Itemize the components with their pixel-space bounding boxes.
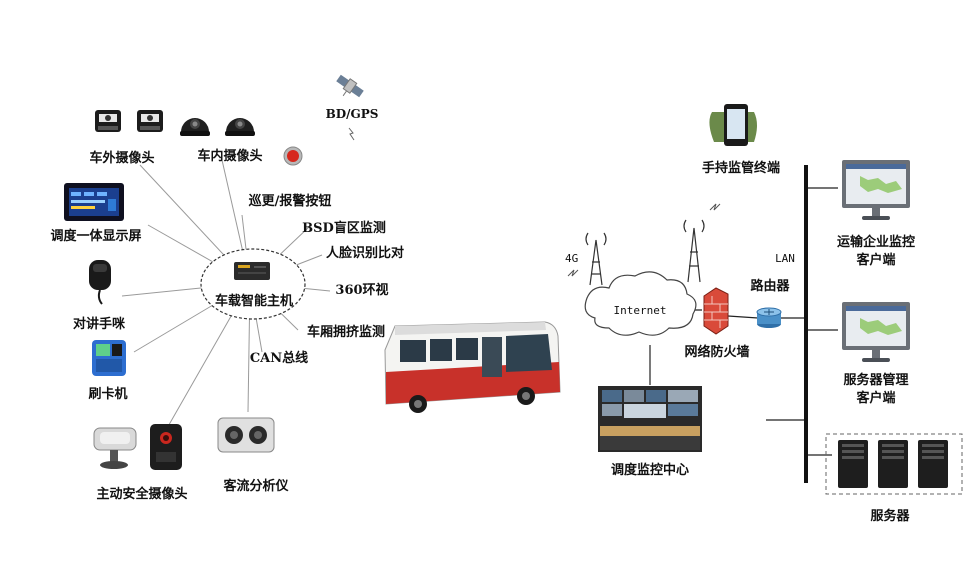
desktop-monitor-icon	[842, 302, 910, 362]
can-bus-label: CAN总线	[250, 350, 308, 366]
lan-label: LAN	[775, 252, 795, 265]
interior-camera-node: 车内摄像头	[180, 118, 263, 164]
firewall-node: 网络防火墙	[684, 287, 750, 360]
vehicle-host-icon	[234, 262, 270, 280]
transport-client-label-line1: 运输企业监控	[837, 234, 915, 250]
hub-label: 车载智能主机	[215, 293, 293, 309]
cell-label: 4G	[565, 252, 578, 265]
card-reader-node: 刷卡机	[88, 340, 128, 402]
active-safety-camera-node: 主动安全摄像头	[93, 424, 188, 502]
cell-tower-icon	[585, 232, 607, 286]
desktop-monitor-icon	[842, 160, 910, 220]
alarm-button-label: 巡更/报警按钮	[249, 193, 332, 209]
wireless-bolt-icon	[709, 203, 721, 211]
router-node: 路由器 LAN	[750, 252, 795, 328]
passenger-counter-icon	[217, 417, 275, 453]
passenger-flow-node: 客流分析仪	[217, 417, 289, 494]
exterior-camera-label: 车外摄像头	[89, 150, 154, 166]
internet-label: Internet	[614, 304, 667, 317]
display-screen-icon	[64, 183, 124, 221]
dispatch-display-label: 调度一体显示屏	[50, 228, 141, 244]
control-room-icon	[598, 386, 702, 452]
handheld-label: 手持监管终端	[702, 160, 780, 176]
network-lines	[649, 187, 838, 456]
intercom-node: 对讲手咪	[73, 260, 126, 332]
server-mgmt-client-node: 服务器管理 客户端	[842, 302, 910, 406]
interior-camera-label: 车内摄像头	[197, 148, 262, 164]
vehicle-host-node: 车载智能主机	[200, 248, 306, 320]
firewall-icon	[703, 287, 729, 335]
exterior-camera-node: 车外摄像头	[89, 110, 163, 166]
card-reader-icon	[92, 340, 126, 376]
dispatch-center-node: 调度监控中心	[598, 386, 702, 478]
radio-tower-icon	[683, 219, 705, 283]
crowding-monitor-label: 车厢拥挤监测	[307, 324, 385, 340]
dome-camera-icon	[180, 118, 255, 136]
servers-label: 服务器	[870, 508, 910, 524]
surround-view-label: 360环视	[335, 282, 388, 298]
handheld-terminal-node: 手持监管终端	[702, 104, 780, 176]
active-safety-camera-label: 主动安全摄像头	[96, 486, 187, 502]
passenger-flow-label: 客流分析仪	[223, 478, 289, 494]
dispatch-display-node: 调度一体显示屏	[50, 183, 142, 244]
dispatch-center-label: 调度监控中心	[611, 462, 689, 478]
router-label: 路由器	[750, 278, 790, 294]
card-reader-label: 刷卡机	[88, 386, 127, 402]
dms-camera-icon	[150, 424, 182, 470]
lan-backbone	[804, 165, 808, 483]
signal-bolt-icon	[348, 127, 355, 141]
adas-camera-icon	[93, 427, 137, 469]
gnss-node: BD/GPS	[326, 74, 379, 141]
handheld-microphone-icon	[89, 260, 111, 305]
smartphone-icon	[709, 104, 757, 146]
gnss-label: BD/GPS	[326, 107, 379, 121]
server-tower-icon	[878, 440, 908, 488]
transport-client-node: 运输企业监控 客户端	[837, 160, 915, 268]
server-tower-icon	[918, 440, 948, 488]
face-recognition-label: 人脸识别比对	[326, 245, 404, 261]
intercom-label: 对讲手咪	[73, 316, 126, 332]
server-tower-icon	[838, 440, 868, 488]
satellite-icon	[336, 74, 364, 98]
server-mgmt-label-line2: 客户端	[856, 390, 895, 406]
alarm-button-node: 巡更/报警按钮	[249, 146, 332, 209]
exterior-camera-icon	[95, 110, 163, 132]
router-icon	[756, 307, 782, 328]
firewall-label: 网络防火墙	[684, 344, 749, 360]
alarm-button-icon	[283, 146, 303, 166]
server-mgmt-label-line1: 服务器管理	[843, 372, 908, 388]
servers-node: 服务器	[825, 433, 963, 524]
bsd-label: BSD盲区监测	[302, 220, 386, 236]
wireless-bolt-icon-2	[567, 269, 579, 277]
transport-client-label-line2: 客户端	[856, 252, 895, 268]
internet-cloud: Internet	[584, 271, 697, 336]
bus-illustration	[384, 321, 561, 413]
